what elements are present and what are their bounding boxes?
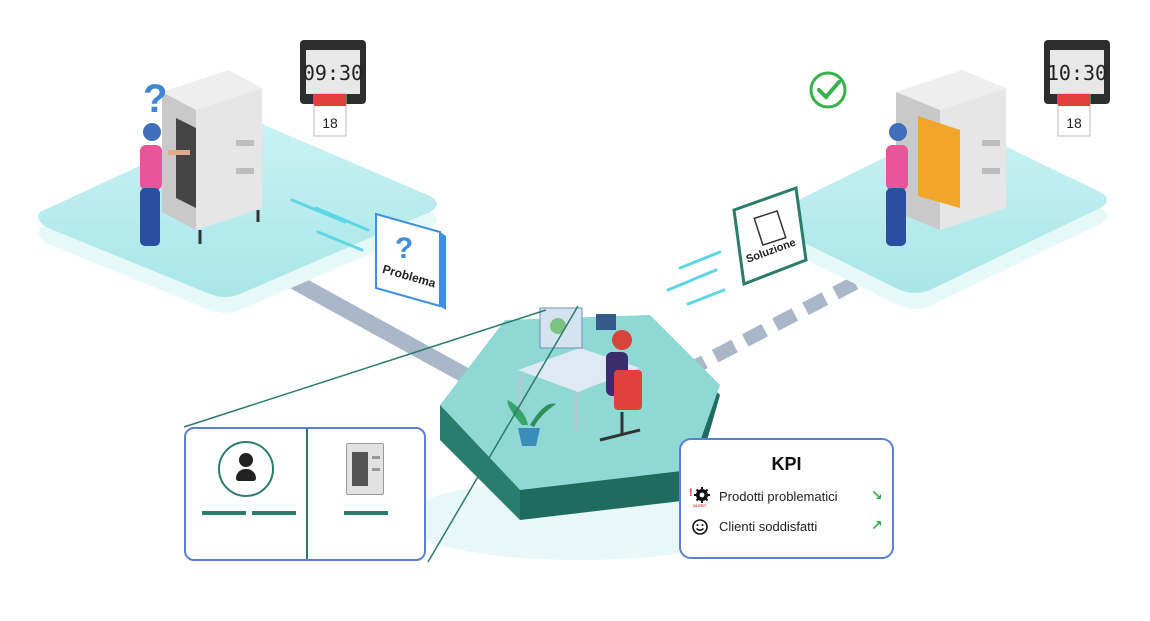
smiley-icon xyxy=(692,519,708,535)
user-detail-line xyxy=(252,511,296,515)
solution-card: Soluzione xyxy=(732,185,808,287)
check-icon xyxy=(809,71,847,109)
calendar-left: 18 xyxy=(313,93,347,137)
support-hub xyxy=(400,315,760,560)
user-name-line xyxy=(202,511,246,515)
oven-icon xyxy=(346,443,384,495)
oven-right xyxy=(896,70,1006,230)
kpi-label-satisfied-clients: Clienti soddisfatti xyxy=(719,519,818,534)
kpi-row-problem-products: ! ALERT Prodotti problematici ↘ xyxy=(689,486,887,508)
calendar-right-day: 18 xyxy=(1066,115,1082,131)
kpi-label-problem-products: Prodotti problematici xyxy=(719,489,838,504)
motion-lines-right xyxy=(666,250,726,306)
clock-right-time: 10:30 xyxy=(1047,61,1107,85)
problem-card: ? Problema xyxy=(375,212,446,310)
clock-right: 10:30 xyxy=(1044,40,1110,104)
question-mark-icon: ? xyxy=(143,77,167,121)
plant xyxy=(507,400,556,446)
oven-left xyxy=(162,70,262,244)
alert-badge: ALERT xyxy=(693,503,707,508)
gear-alert-icon: ! ALERT xyxy=(689,486,711,508)
user-avatar xyxy=(218,441,274,497)
motion-lines-left xyxy=(290,198,370,252)
kpi-row-satisfied-clients: Clienti soddisfatti ↗ xyxy=(689,516,887,538)
connector-left xyxy=(266,260,474,386)
trend-up-icon: ↗ xyxy=(871,518,883,534)
technician-right xyxy=(886,123,908,246)
svg-text:!: ! xyxy=(689,487,693,499)
calendar-right: 18 xyxy=(1057,93,1091,137)
operator-workstation xyxy=(518,307,642,442)
technician-left xyxy=(140,123,190,246)
user-icon xyxy=(236,453,256,483)
problem-symbol: ? xyxy=(395,232,413,265)
clock-left: 09:30 xyxy=(300,40,366,104)
kpi-title: KPI xyxy=(771,454,802,474)
profile-divider xyxy=(306,429,308,559)
clock-left-time: 09:30 xyxy=(303,61,363,85)
product-name-line xyxy=(344,511,388,515)
profile-panel xyxy=(184,427,426,561)
connector-right xyxy=(681,268,874,379)
svg-text:?: ? xyxy=(143,77,167,121)
calendar-left-day: 18 xyxy=(322,115,338,131)
trend-down-icon: ↘ xyxy=(871,488,883,504)
kpi-panel: KPI ! ALERT Prodotti problematici ↘ Clie… xyxy=(679,438,894,559)
zoom-lines xyxy=(183,305,579,563)
